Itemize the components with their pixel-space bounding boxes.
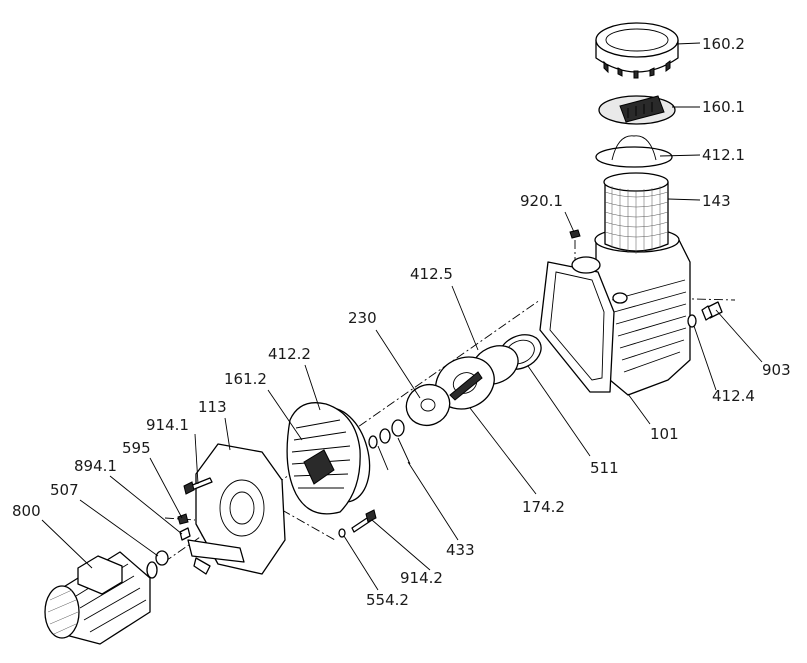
callout-160-1: 160.1: [702, 98, 745, 116]
callout-101: 101: [650, 425, 679, 443]
callout-412-5: 412.5: [410, 265, 453, 283]
callout-412-4: 412.4: [712, 387, 755, 405]
lid-o-ring: [595, 135, 673, 168]
seal-plate: [286, 402, 361, 515]
slinger-ring: [155, 550, 169, 566]
motor: [44, 551, 158, 645]
buffer-595: [177, 513, 189, 525]
callout-labels: 160.2 160.1 412.1 143 920.1 412.5 230 41…: [12, 35, 791, 609]
housing-nut: [569, 229, 581, 239]
motor-bracket: [187, 443, 286, 575]
callout-894-1: 894.1: [74, 457, 117, 475]
pump-housing: [539, 227, 691, 396]
diffuser: [435, 356, 495, 410]
callout-230: 230: [348, 309, 377, 327]
callout-800: 800: [12, 502, 41, 520]
callout-433: 433: [446, 541, 475, 559]
bracket-894-1: [179, 527, 191, 541]
leader-lines: [41, 42, 763, 591]
callout-914-2: 914.2: [400, 569, 443, 587]
callout-511: 511: [590, 459, 619, 477]
cover-screw: [351, 509, 377, 533]
callout-914-1: 914.1: [146, 416, 189, 434]
lid-lock-ring: [595, 22, 679, 79]
callout-160-2: 160.2: [702, 35, 745, 53]
bracket-screw: [183, 477, 213, 495]
callout-554-2: 554.2: [366, 591, 409, 609]
callout-161-2: 161.2: [224, 370, 267, 388]
callout-412-2: 412.2: [268, 345, 311, 363]
callout-113: 113: [198, 398, 227, 416]
callout-143: 143: [702, 192, 731, 210]
callout-595: 595: [122, 439, 151, 457]
callout-903: 903: [762, 361, 791, 379]
drain-plug-o-ring: [687, 314, 697, 328]
callout-174-2: 174.2: [522, 498, 565, 516]
drain-plug: [701, 301, 723, 321]
callout-412-1: 412.1: [702, 146, 745, 164]
strainer-basket: [603, 172, 669, 254]
impeller: [405, 383, 451, 427]
callout-920-1: 920.1: [520, 192, 563, 210]
callout-507: 507: [50, 481, 79, 499]
strainer-lid: [598, 95, 676, 125]
mechanical-seal: [368, 419, 411, 471]
cover-screw-washer: [338, 528, 346, 538]
